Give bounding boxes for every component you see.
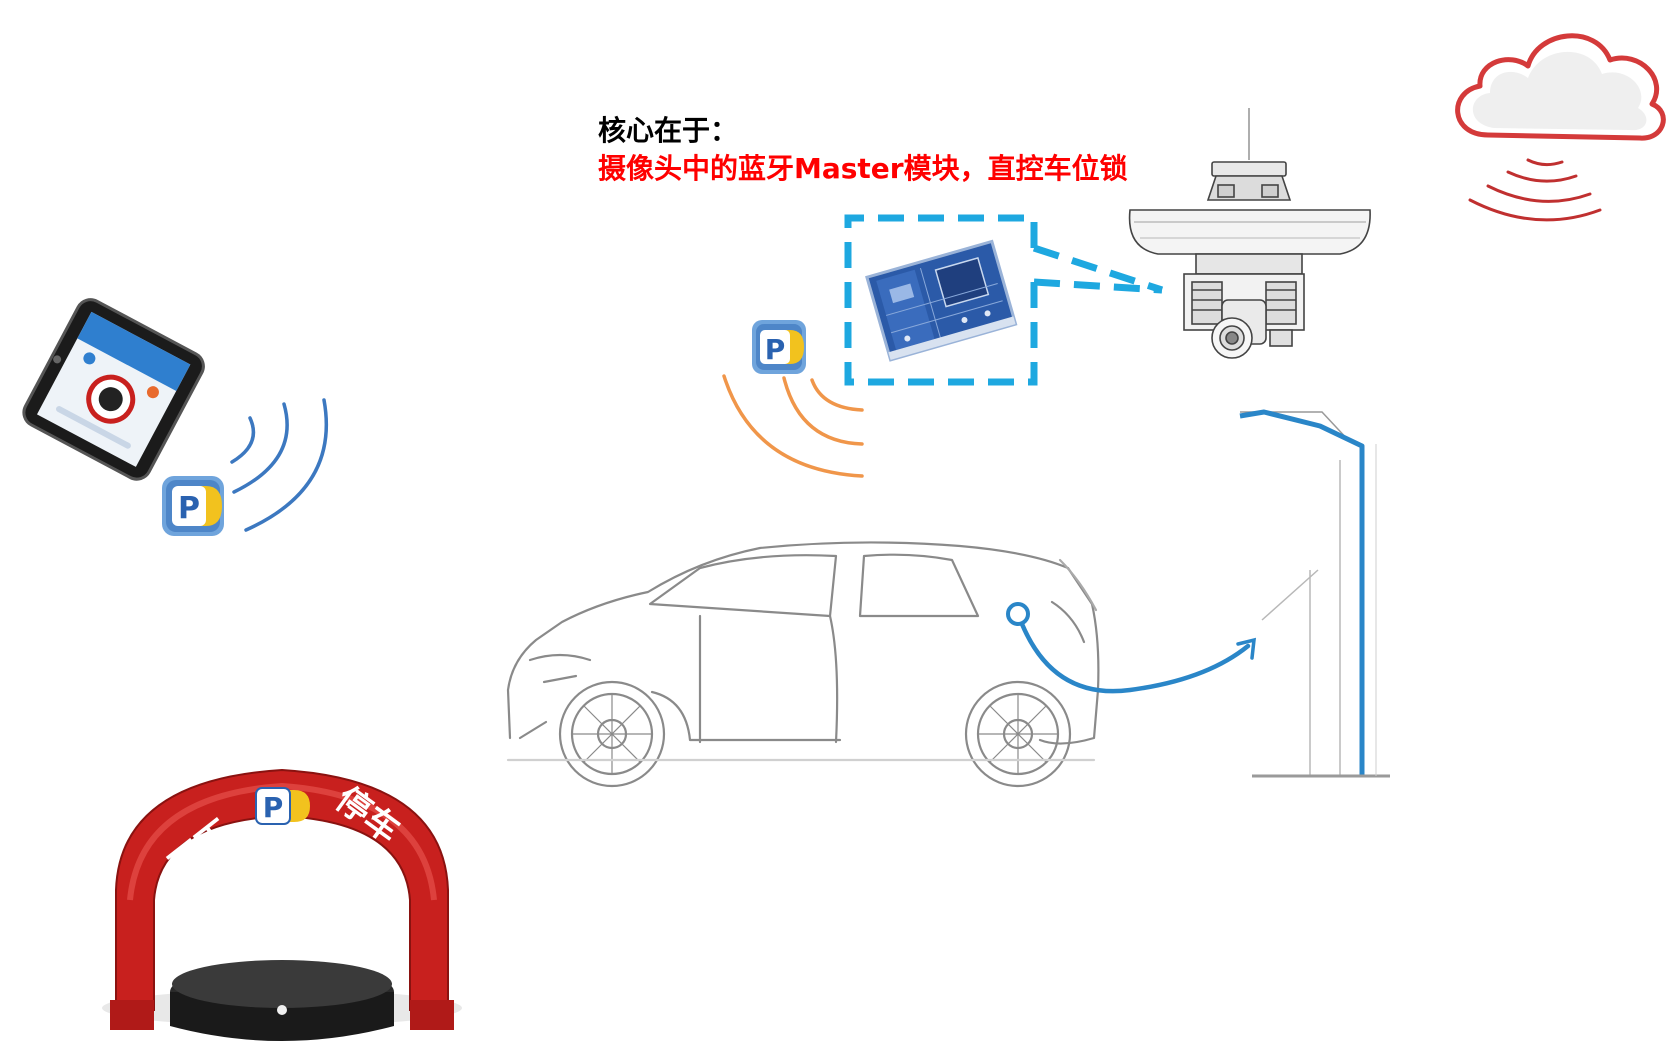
module-highlight-box [844,214,1164,386]
phone-app-icon-letter: P [178,491,200,526]
charging-pole-icon [1239,409,1390,778]
phone-icon [22,298,205,481]
bluetooth-module-icon [865,239,1018,362]
app-icon-letter: P [765,333,786,366]
car-icon [506,541,1100,788]
cloud-icon [1455,33,1666,141]
module-signal-icon [722,374,864,478]
lock-badge-letter: P [263,791,284,824]
caption-highlight: 摄像头中的蓝牙Master模块，直控车位锁 [598,152,1128,185]
cloud-signal-icon [1468,158,1602,222]
caption: 核心在于： 摄像头中的蓝牙Master模块，直控车位锁 [598,112,1128,188]
caption-title: 核心在于： [598,114,739,147]
phone-signal-icon [230,398,329,532]
camera-icon [1128,108,1371,359]
charging-cable-icon [1006,602,1257,694]
parking-app-icon: P [752,320,806,374]
parking-lock-icon [102,768,462,1041]
phone-app-icon: P [162,476,224,536]
lock-badge: P [255,787,310,825]
